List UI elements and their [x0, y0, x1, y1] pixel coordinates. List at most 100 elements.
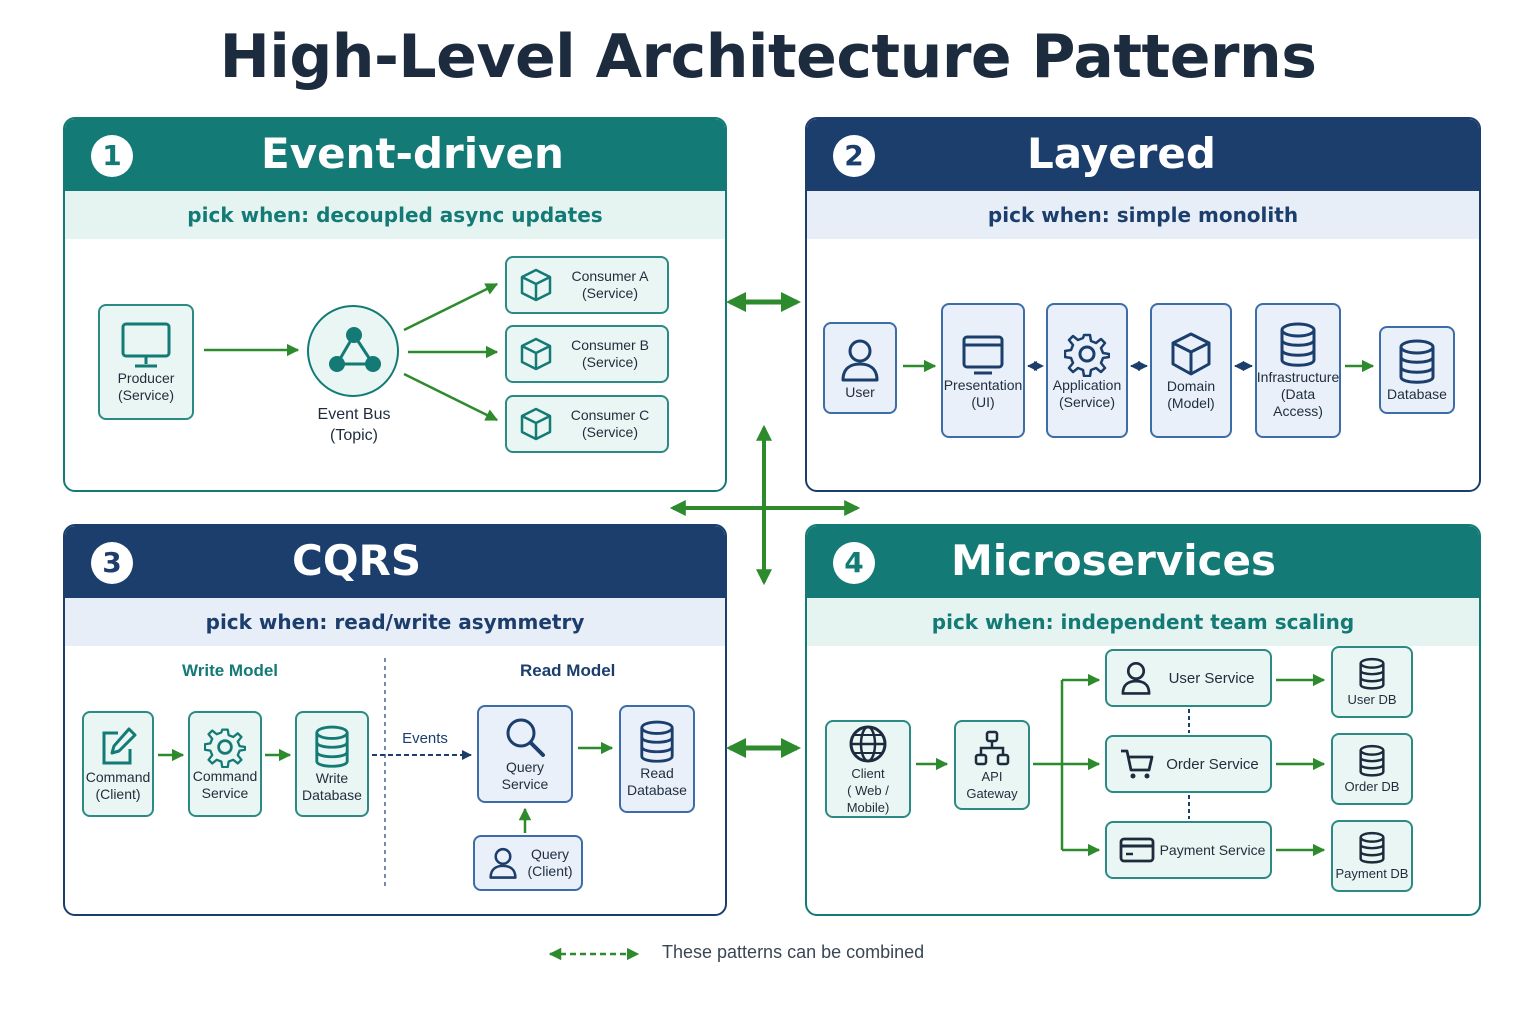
command-client-node[interactable]: Command (Client) — [82, 711, 154, 817]
panel-title: Event-driven — [261, 129, 564, 178]
gateway-fanout — [1033, 680, 1064, 850]
database-icon — [1280, 322, 1316, 367]
database-icon — [315, 725, 349, 768]
cube-icon — [520, 337, 552, 371]
credit-card-icon — [1119, 837, 1155, 863]
hierarchy-icon — [974, 730, 1010, 766]
user-icon — [841, 339, 879, 381]
db-label: Payment DB — [1335, 865, 1409, 881]
user-service-node[interactable]: User Service — [1105, 649, 1272, 707]
panel-layered: 2 Layered pick when: simple monolith — [805, 117, 1481, 492]
consumer-b-node[interactable]: Consumer B (Service) — [505, 325, 669, 383]
query-client-node[interactable]: Query (Client) — [473, 835, 583, 891]
panel-number: 4 — [833, 542, 875, 584]
database-icon — [640, 720, 674, 763]
database-label: Database — [1387, 385, 1447, 402]
order-db-node[interactable]: Order DB — [1331, 733, 1413, 805]
order-service-node[interactable]: Order Service — [1105, 735, 1272, 793]
query-service-node[interactable]: Query Service — [477, 705, 573, 803]
database-icon — [1399, 339, 1435, 384]
cube-icon — [1171, 332, 1211, 375]
api-gateway-label: API Gateway — [966, 769, 1018, 801]
browser-window-icon — [962, 335, 1004, 374]
event-bus-node[interactable] — [307, 305, 399, 397]
monitor-icon — [121, 322, 171, 368]
panel-title: Microservices — [951, 536, 1277, 585]
arrow-bus-to-consumer-a — [403, 282, 499, 332]
layer-label: Presentation (UI) — [943, 376, 1023, 410]
panel-cqrs: 3 CQRS pick when: read/write asymmetry — [63, 524, 727, 916]
write-model-label: Write Model — [182, 661, 279, 680]
gear-icon — [204, 728, 246, 768]
client-node[interactable]: Client ( Web / Mobile) — [825, 720, 911, 818]
database-icon — [1359, 744, 1385, 777]
producer-label: Producer (Service) — [117, 370, 175, 403]
panel-pick-when: pick when: read/write asymmetry — [65, 598, 725, 646]
presentation-layer-node[interactable]: Presentation (UI) — [941, 303, 1025, 438]
panel-header: 1 Event-driven — [65, 119, 725, 191]
producer-node[interactable]: Producer (Service) — [98, 304, 194, 420]
infrastructure-layer-node[interactable]: Infrastructure (Data Access) — [1255, 303, 1341, 438]
domain-layer-node[interactable]: Domain (Model) — [1150, 303, 1232, 438]
command-service-label: Command Service — [192, 768, 258, 801]
panel-pick-when: pick when: decoupled async updates — [65, 191, 725, 239]
application-layer-node[interactable]: Application (Service) — [1046, 303, 1128, 438]
events-label: Events — [402, 730, 448, 747]
consumer-c-node[interactable]: Consumer C (Service) — [505, 395, 669, 453]
layer-label: Domain (Model) — [1166, 377, 1216, 411]
layer-label: Application (Service) — [1052, 376, 1122, 410]
consumer-label: Consumer B (Service) — [571, 337, 649, 370]
panel-header: 3 CQRS — [65, 526, 725, 598]
arrow-bus-to-consumer-c — [403, 372, 499, 422]
consumer-label: Consumer C (Service) — [570, 407, 650, 440]
payment-service-node[interactable]: Payment Service — [1105, 821, 1272, 879]
database-icon — [1359, 657, 1385, 690]
legend-text: These patterns can be combined — [662, 942, 925, 962]
panel-title: CQRS — [292, 536, 422, 585]
command-service-node[interactable]: Command Service — [188, 711, 262, 817]
query-service-label: Query Service — [501, 759, 549, 792]
db-label: User DB — [1347, 691, 1397, 707]
panel-microservices: 4 Microservices pick when: independent t… — [805, 524, 1481, 916]
service-label: User Service — [1168, 669, 1255, 687]
payment-db-node[interactable]: Payment DB — [1331, 820, 1413, 892]
gear-icon — [1064, 333, 1110, 377]
panel-number: 3 — [91, 542, 133, 584]
user-db-node[interactable]: User DB — [1331, 646, 1413, 718]
api-gateway-node[interactable]: API Gateway — [954, 720, 1030, 810]
service-label: Order Service — [1166, 755, 1259, 773]
panel-header: 4 Microservices — [807, 526, 1479, 598]
layer-label: Infrastructure (Data Access) — [1256, 369, 1340, 419]
read-database-node[interactable]: Read Database — [619, 705, 695, 813]
cube-icon — [520, 268, 552, 302]
db-label: Order DB — [1344, 778, 1400, 794]
service-label: Payment Service — [1159, 841, 1266, 858]
client-label: Client ( Web / Mobile) — [846, 765, 890, 815]
query-client-label: Query (Client) — [527, 846, 573, 879]
search-icon — [506, 718, 545, 757]
event-bus-label: Event Bus (Topic) — [317, 406, 391, 444]
user-icon — [1121, 661, 1151, 695]
command-client-label: Command (Client) — [85, 769, 151, 802]
panel-pick-when: pick when: simple monolith — [807, 191, 1479, 239]
database-icon — [1359, 831, 1385, 864]
panel-number: 1 — [91, 135, 133, 177]
globe-icon — [849, 725, 887, 762]
event-bus-icon — [329, 327, 381, 372]
edit-icon — [102, 727, 137, 765]
panel-title: Layered — [1027, 129, 1216, 178]
consumer-a-node[interactable]: Consumer A (Service) — [505, 256, 669, 314]
panel-pick-when: pick when: independent team scaling — [807, 598, 1479, 646]
consumer-label: Consumer A (Service) — [571, 268, 649, 301]
write-database-node[interactable]: Write Database — [295, 711, 369, 817]
database-node[interactable]: Database — [1379, 326, 1455, 414]
shopping-cart-icon — [1121, 749, 1154, 779]
panel-header: 2 Layered — [807, 119, 1479, 191]
cube-icon — [520, 407, 552, 441]
user-icon — [489, 847, 517, 879]
user-node[interactable]: User — [823, 322, 897, 414]
page-title: High-Level Architecture Patterns — [219, 22, 1317, 92]
read-database-label: Read Database — [627, 765, 687, 798]
user-label: User — [845, 383, 875, 400]
